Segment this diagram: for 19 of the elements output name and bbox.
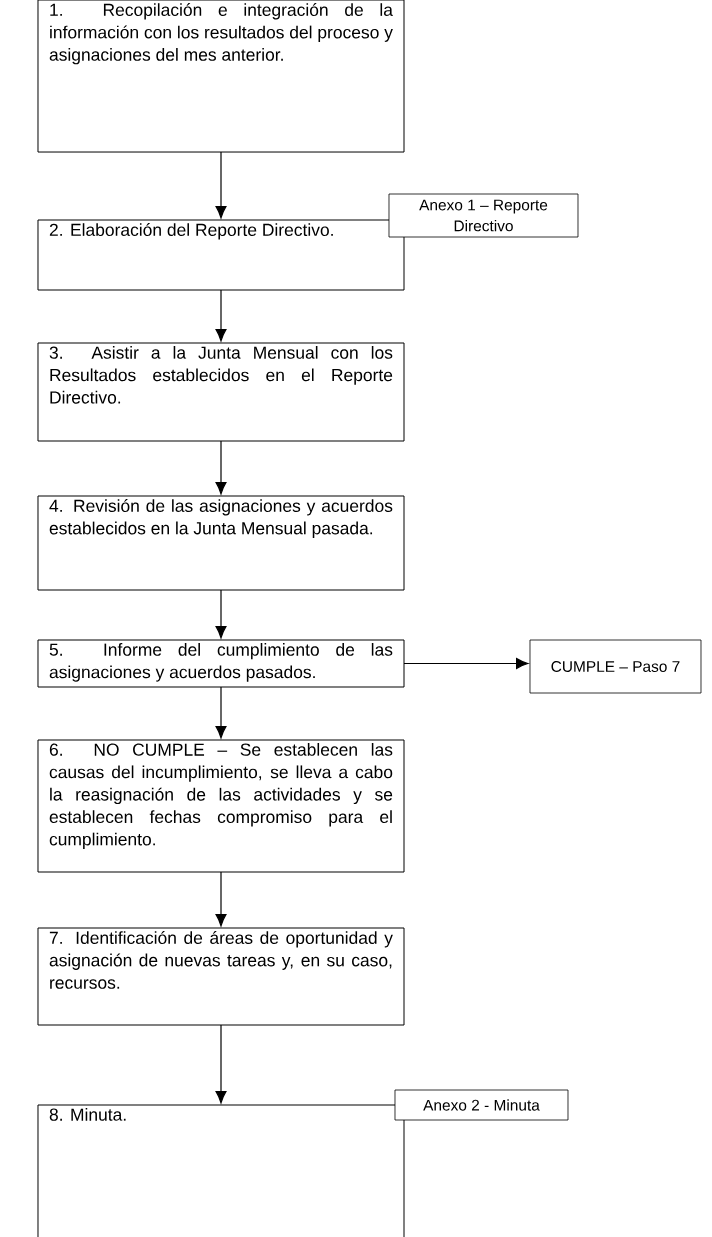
process-box: 3. Asistir a la Junta Mensual con los Resultados establecidos en el Reporte Directivo. — [37, 342, 405, 442]
annex-box: Anexo 1 – Reporte Directivo — [388, 193, 579, 238]
arrow — [215, 151, 227, 219]
outcome-box: CUMPLE – Paso 7 — [529, 639, 702, 694]
process-box: 4. Revisión de las asignaciones y acuerdos establecidos en la Junta Mensual pasada. — [37, 495, 405, 591]
arrow — [215, 871, 227, 927]
arrow — [215, 686, 227, 739]
process-box: 6. NO CUMPLE – Se establecen las causas del incumplimiento, se lleva a cabo la reasignación de las actividades y se establecen fechas compromiso para el cumplimiento. — [37, 739, 405, 873]
process-box: 2. Elaboración del Reporte Directivo. — [37, 219, 405, 291]
process-box: 5. Informe del cumplimiento de las asignaciones y acuerdos pasados. — [37, 639, 405, 688]
arrow — [215, 589, 227, 639]
arrow — [215, 289, 227, 342]
annex-box: Anexo 2 - Minuta — [394, 1089, 569, 1121]
arrow — [403, 658, 529, 669]
process-box: 1. Recopilación e integración de la información con los resultados del proceso y asignaciones del mes anterior. — [37, 0, 405, 153]
arrow — [215, 440, 227, 495]
process-box: 8. Minuta. — [37, 1104, 405, 1237]
arrow — [215, 1024, 227, 1104]
process-box: 7. Identificación de áreas de oportunidad y asignación de nuevas tareas y, en su caso, recursos. — [37, 927, 405, 1026]
